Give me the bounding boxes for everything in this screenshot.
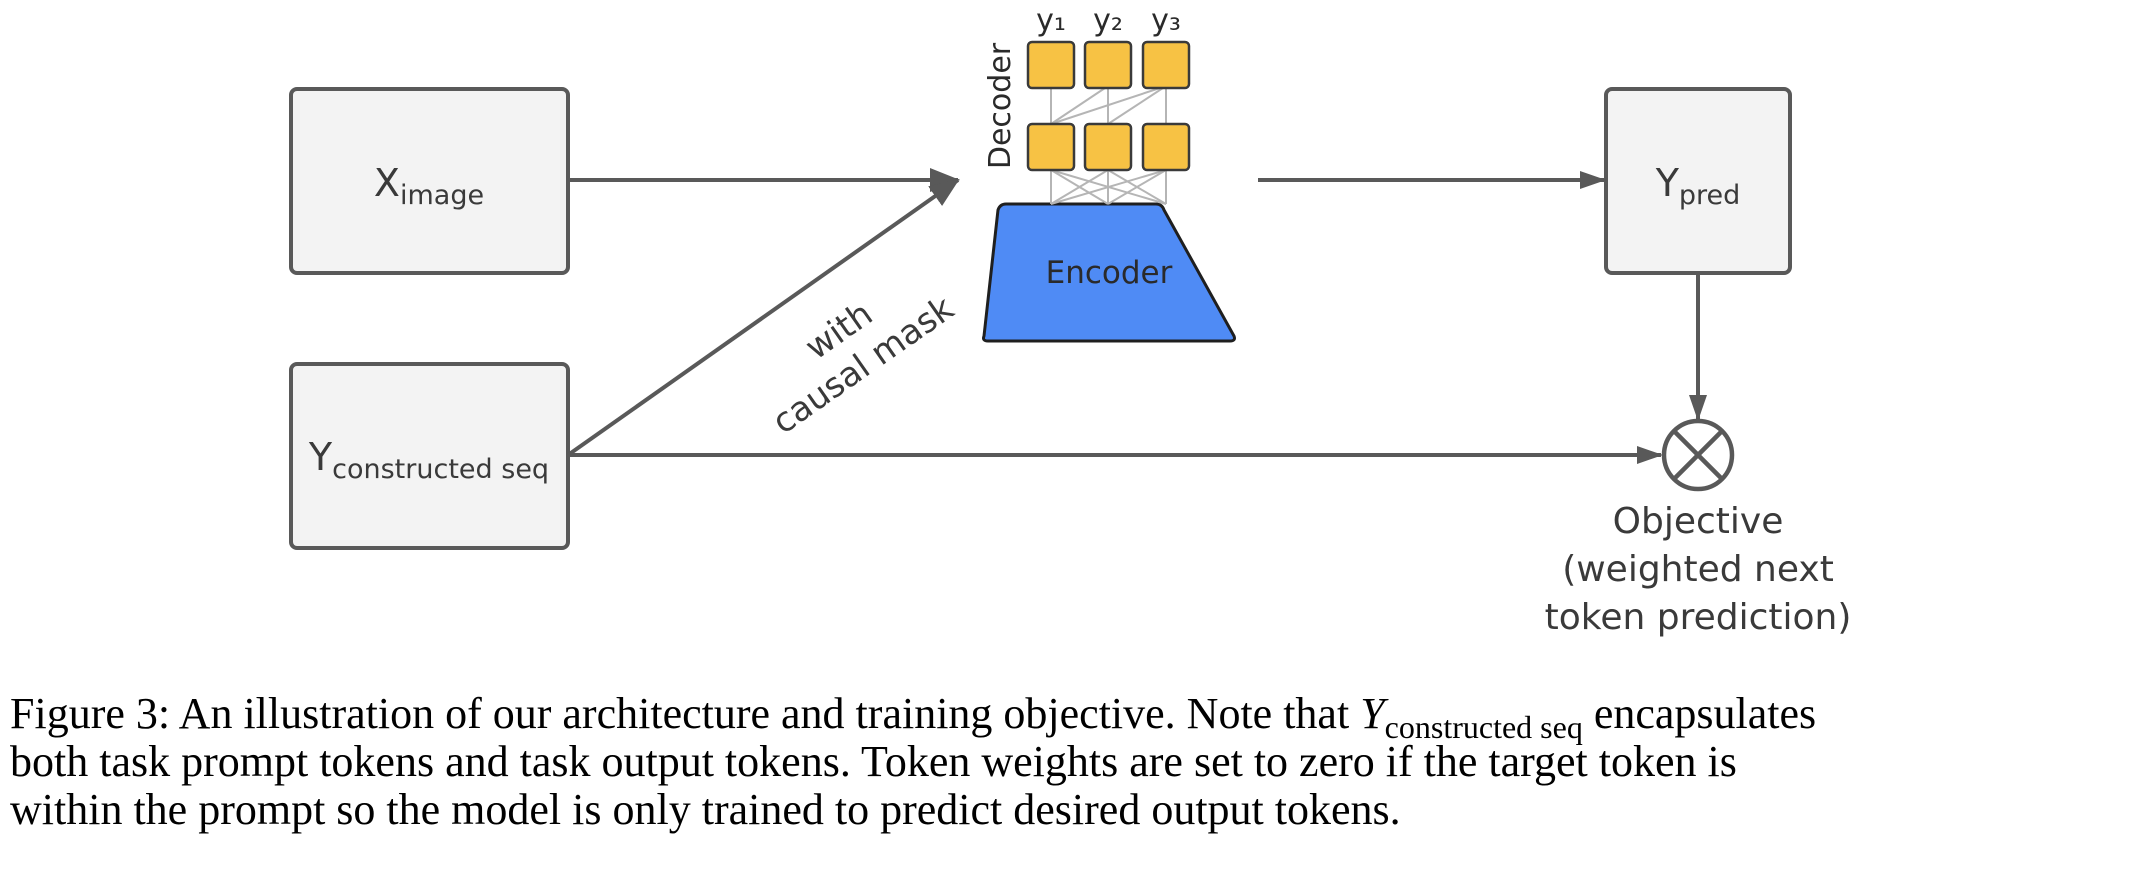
y-pred-label: Y (1655, 161, 1680, 205)
svg-text:Yconstructed seq: Yconstructed seq (308, 435, 549, 485)
decoder-label: Decoder (983, 42, 1018, 169)
objective-line-1: Objective (1613, 501, 1784, 542)
y-constructed-subscript: constructed seq (332, 454, 549, 485)
link-l1-to-enc-i (1107, 169, 1167, 205)
decoder-token-top-3 (1141, 40, 1191, 90)
caption-line-1-start: Figure 3: An illustration of our archite… (10, 689, 1361, 738)
y-constructed-label: Y (308, 435, 333, 479)
decoder-token-top-1 (1026, 40, 1076, 90)
decoder-token-bottom-1 (1026, 122, 1076, 172)
decoder-token-label-3: y₃ (1151, 3, 1181, 38)
objective-operator-icon (1661, 418, 1735, 492)
caption-math-y: Y (1360, 689, 1385, 738)
decoder-token-bottom-2 (1083, 122, 1133, 172)
objective-line-2: (weighted next (1562, 549, 1834, 590)
decoder-connections (1050, 85, 1167, 205)
decoder-token-label-2: y₂ (1093, 3, 1123, 38)
encoder-shape (982, 202, 1236, 343)
figure-caption: Figure 3: An illustration of our archite… (10, 690, 2130, 834)
y-pred-node: Ypred (1604, 87, 1792, 275)
causal-mask-label: with causal mask (765, 288, 961, 442)
caption-line-1: Figure 3: An illustration of our archite… (10, 689, 2130, 743)
encoder-node: Encoder (982, 202, 1236, 343)
decoder-token-bottom-3 (1141, 122, 1191, 172)
x-image-label: X (374, 161, 400, 205)
link-l2-to-l1-e (1050, 85, 1167, 125)
architecture-diagram: Ximage Yconstructed seq Ypred Encoder (289, 3, 1852, 638)
decoder-token-label-1: y₁ (1036, 3, 1066, 38)
caption-line-2: both task prompt tokens and task output … (10, 737, 1737, 786)
arrow-y-constructed-to-model (566, 178, 960, 457)
svg-text:Ximage: Ximage (374, 161, 484, 211)
caption-line-1-end: encapsulates (1582, 689, 1817, 738)
caption-line-3: within the prompt so the model is only t… (10, 785, 1401, 834)
y-pred-subscript: pred (1679, 180, 1740, 211)
y-constructed-node: Yconstructed seq (289, 362, 570, 550)
svg-text:Ypred: Ypred (1655, 161, 1741, 211)
decoder-tokens (1026, 40, 1191, 172)
decoder-token-top-2 (1083, 40, 1133, 90)
link-l2-to-l1-f (1107, 85, 1167, 125)
link-l2-to-l1-d (1050, 85, 1109, 125)
x-image-node: Ximage (289, 87, 570, 275)
encoder-label: Encoder (1046, 255, 1173, 291)
link-l1-to-enc-h (1050, 169, 1167, 205)
objective-line-3: token prediction) (1545, 597, 1852, 638)
caption-math-subscript: constructed seq (1384, 708, 1583, 745)
x-image-subscript: image (400, 180, 484, 211)
link-l1-to-enc-f (1050, 169, 1109, 205)
